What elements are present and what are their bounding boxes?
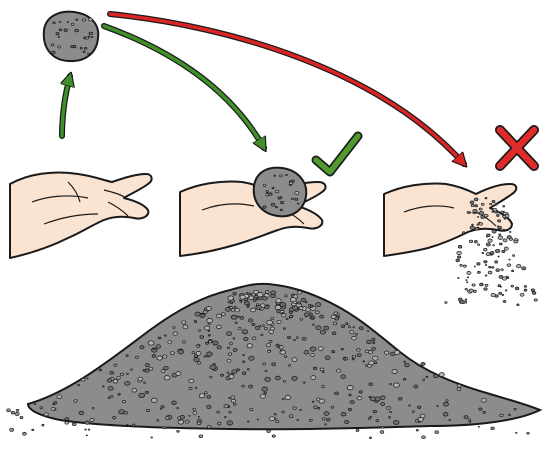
soil-pile: [7, 284, 540, 439]
check-mark-icon: [316, 136, 358, 172]
hand-tossing: [10, 172, 152, 258]
soil-ball-caught-intact: [254, 168, 307, 217]
cross-mark-icon: [500, 130, 534, 166]
crumble-arrow: [110, 14, 464, 164]
soil-ball-airborne: [44, 12, 98, 61]
catch-arrow: [104, 26, 264, 148]
hand-crumbling: [384, 183, 516, 256]
